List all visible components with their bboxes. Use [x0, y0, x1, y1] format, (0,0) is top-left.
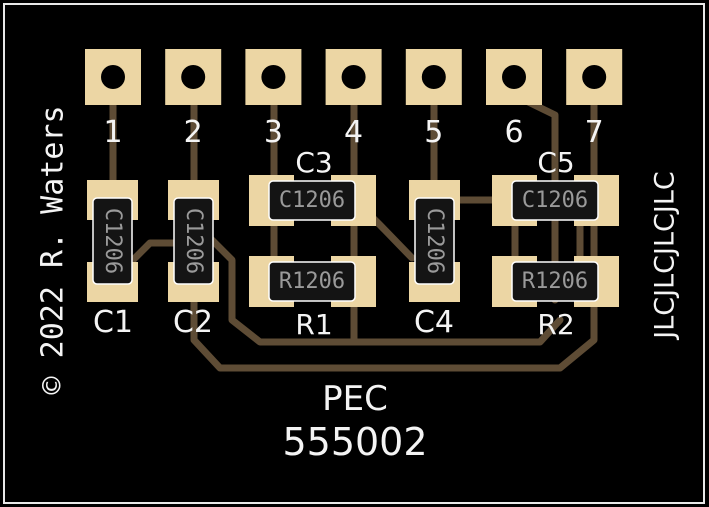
c4-package-label: C1206	[422, 208, 447, 274]
board-part-number: 555002	[282, 420, 427, 464]
c3-body	[268, 180, 356, 221]
c4-body	[414, 197, 455, 285]
c3-package-label: C1206	[279, 188, 345, 213]
r1-body	[268, 261, 356, 302]
c2-body	[173, 197, 214, 285]
header-hole-2	[181, 65, 206, 89]
vendor-mark-text: JLCJLCJLCJLC	[650, 171, 681, 340]
pin-label-3: 3	[264, 115, 283, 150]
component-r2: R1206 R2	[492, 256, 619, 341]
header-hole-5	[421, 65, 446, 89]
c2-ref-label: C2	[173, 305, 213, 340]
c1-package-label: C1206	[100, 208, 125, 274]
copyright-text: © 2022 R. Waters	[36, 106, 71, 395]
header-hole-1	[101, 65, 125, 89]
pin-label-2: 2	[184, 115, 203, 150]
pin-label-5: 5	[424, 115, 443, 150]
c5-package-label: C1206	[522, 188, 588, 213]
component-c3: C1206 C3	[249, 146, 376, 226]
component-c2: C1206 C2	[168, 180, 219, 340]
component-c5: C1206 C5	[492, 146, 619, 226]
c3-ref-label: C3	[295, 146, 332, 179]
r1-package-label: R1206	[279, 269, 345, 294]
trace-c2-r1	[208, 236, 564, 346]
c5-ref-label: C5	[537, 146, 574, 179]
pin-label-7: 7	[585, 115, 604, 150]
header-hole-4	[341, 65, 366, 89]
header-hole-7	[582, 65, 607, 89]
r2-body	[511, 261, 599, 302]
c1-ref-label: C1	[93, 305, 133, 340]
c2-package-label: C1206	[181, 208, 206, 274]
pin-label-6: 6	[504, 115, 523, 150]
board-title: PEC	[322, 379, 388, 419]
component-c1: C1206 C1	[87, 180, 138, 340]
pin-label-1: 1	[103, 115, 122, 150]
header-hole-3	[261, 65, 286, 89]
component-c4: C1206 C4	[409, 180, 460, 340]
c1-body	[92, 197, 133, 285]
component-r1: R1206 R1	[249, 256, 376, 341]
c4-ref-label: C4	[414, 305, 454, 340]
pin-label-4: 4	[344, 115, 363, 150]
header-hole-6	[502, 65, 526, 89]
c5-body	[511, 180, 599, 221]
header-pins: 1 2 3 4 5 6 7	[85, 49, 623, 150]
r1-ref-label: R1	[295, 308, 332, 341]
r2-ref-label: R2	[537, 308, 574, 341]
r2-package-label: R1206	[522, 269, 588, 294]
trace-c1-c2	[129, 239, 182, 264]
